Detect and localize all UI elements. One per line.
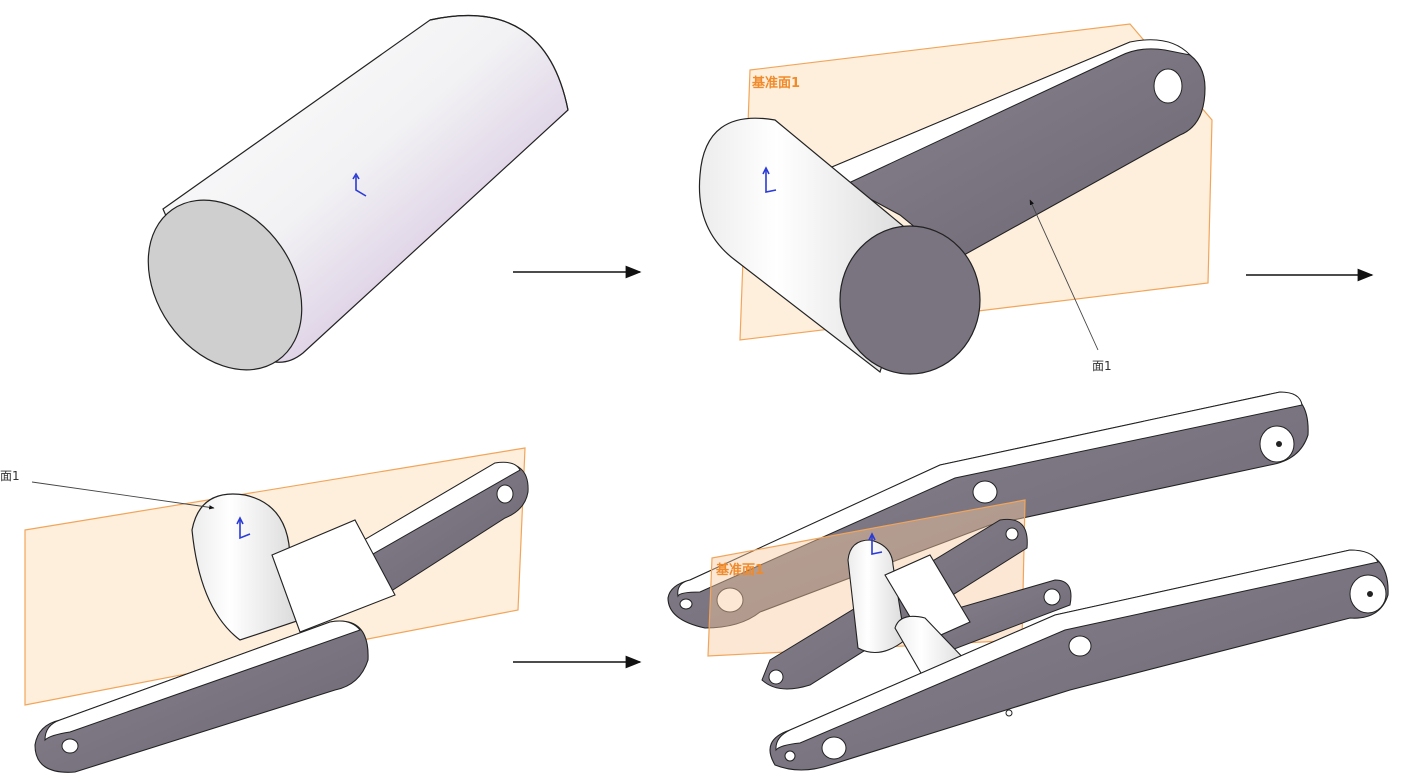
top-long-link <box>667 391 1309 629</box>
face-callout-line <box>31 481 215 510</box>
top-long-link-edge <box>677 391 1303 598</box>
bottom-long-link <box>769 549 1389 771</box>
face-label: 面1 <box>1092 359 1112 373</box>
bottom-long-link-edge <box>775 549 1379 752</box>
top-link-left-hole <box>716 587 744 613</box>
step-1-cylinder <box>147 15 569 371</box>
bottom-link-left-hole <box>821 736 847 760</box>
lower-arm <box>34 620 369 773</box>
bottom-link-end-pin <box>1367 591 1373 597</box>
step-3-mirrored-arm: 面1 <box>0 447 529 773</box>
bottom-link-left-pin <box>784 750 796 762</box>
hub-block <box>271 519 396 633</box>
bottom-link-small-pin <box>1005 709 1013 717</box>
boss-end-face <box>839 225 981 375</box>
arm-top-edge <box>819 39 1192 189</box>
lower-arm-hole <box>61 738 79 754</box>
plane-label: 基准面1 <box>715 562 764 578</box>
plane-label: 基准面1 <box>751 75 800 91</box>
face-label: 面1 <box>0 469 20 483</box>
top-link-end-pin <box>1276 441 1282 447</box>
center-arm-end-hole <box>768 669 784 685</box>
boss-body <box>191 493 301 641</box>
coordinate-triad-icon <box>352 172 367 197</box>
arm-hole <box>1153 68 1183 104</box>
center-arm-hole <box>1005 527 1019 541</box>
upper-arm-top-edge <box>329 461 521 571</box>
upper-arm-hole <box>496 484 514 504</box>
cylinder-far-end <box>429 15 569 111</box>
face-callout-line <box>1029 199 1099 351</box>
step-2-single-arm: 基准面1 面1 <box>698 23 1213 375</box>
lower-right-arm-hole <box>1043 588 1061 606</box>
coordinate-triad-icon <box>762 166 777 193</box>
top-link-left-pin <box>679 598 693 610</box>
coordinate-triad-icon <box>868 532 883 555</box>
lower-arm-top-edge <box>44 620 361 742</box>
coordinate-triad-icon <box>236 516 251 540</box>
bottom-link-mid-hole <box>1068 635 1092 657</box>
cylinder-end-face <box>147 199 303 371</box>
boss-body <box>847 539 906 654</box>
top-link-mid-hole <box>972 480 998 504</box>
step-4-linkage-assembly: 基准面1 <box>667 391 1389 771</box>
